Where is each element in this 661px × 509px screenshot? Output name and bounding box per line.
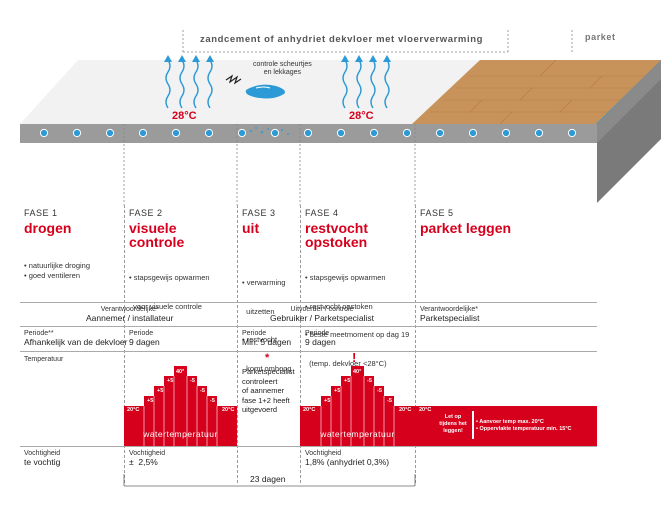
period-col1: Periode** Afhankelijk van de dekvloer bbox=[24, 330, 128, 347]
heat-waves-right bbox=[342, 59, 390, 109]
duration-bracket bbox=[123, 474, 416, 487]
period-col3: Periode Min. 5 dagen bbox=[242, 330, 292, 347]
phase-number: FASE 1 bbox=[24, 208, 58, 218]
heat-waves-left bbox=[165, 59, 213, 109]
left-peak: 40° bbox=[176, 369, 185, 375]
step-label: +5 bbox=[344, 378, 351, 384]
right-start: 20°C bbox=[303, 407, 316, 413]
crack-label: controle scheurtjes en lekkages bbox=[253, 61, 312, 76]
step-label: -5 bbox=[210, 398, 215, 404]
row-divider bbox=[20, 351, 597, 352]
temperature-label: Temperatuur bbox=[24, 356, 64, 363]
row-divider bbox=[20, 302, 597, 303]
step-label: +5 bbox=[157, 388, 164, 394]
step-label: -5 bbox=[377, 388, 382, 394]
phase-number: FASE 2 bbox=[129, 208, 163, 218]
step-label: -5 bbox=[200, 388, 205, 394]
step-label: +5 bbox=[147, 398, 154, 404]
phase-5: FASE 5 parket leggen bbox=[420, 208, 590, 235]
slab-side bbox=[597, 60, 661, 203]
separator bbox=[300, 205, 301, 483]
separator bbox=[415, 205, 416, 483]
step-label: +5 bbox=[324, 398, 331, 404]
period-col4: Periode 9 dagen bbox=[305, 330, 336, 347]
phase-2: FASE 2 visuele controle • stapsgewijs op… bbox=[129, 208, 237, 330]
heating-pipes bbox=[39, 128, 577, 138]
step-label: -5 bbox=[387, 398, 392, 404]
row-divider bbox=[20, 446, 597, 447]
fase5-note-warning: Let op tijdens het leggen! bbox=[439, 414, 467, 434]
fase3-note: Parketspecialist controleert of aannemer… bbox=[242, 367, 295, 414]
phase-number: FASE 3 bbox=[242, 208, 276, 218]
temp-right: 28°C bbox=[349, 110, 374, 122]
parquet-label: parket bbox=[585, 32, 616, 42]
phase-title: visuele controle bbox=[129, 220, 185, 250]
moisture-col2: Vochtigheid ± 2,5% bbox=[129, 450, 166, 467]
fase5-start: 20°C bbox=[419, 407, 432, 413]
step-label: +5 bbox=[167, 378, 174, 384]
diagram-title: zandcement of anhydriet dekvloer met vlo… bbox=[200, 34, 484, 45]
right-peak: 40° bbox=[353, 369, 362, 375]
star-mark: * bbox=[265, 352, 270, 364]
phase-number: FASE 4 bbox=[305, 208, 339, 218]
note-divider bbox=[472, 411, 474, 439]
step-label: -5 bbox=[190, 378, 195, 384]
puddle-icon bbox=[245, 84, 285, 99]
fase5-note-limits: • Aanvoer temp max. 20°C • Oppervlakte t… bbox=[476, 419, 572, 432]
phase-bullets: • stapsgewijs opwarmen • restvocht opsto… bbox=[305, 273, 410, 368]
temp-left: 28°C bbox=[172, 110, 197, 122]
crack-icon bbox=[225, 74, 242, 85]
right-end: 20°C bbox=[399, 407, 412, 413]
left-start: 20°C bbox=[127, 407, 140, 413]
duration-label: 23 dagen bbox=[250, 474, 286, 484]
step-label: -5 bbox=[367, 378, 372, 384]
warning-mark: ! bbox=[352, 350, 357, 365]
step-label: +5 bbox=[334, 388, 341, 394]
responsible-left: Verantwoordelijke* Aannemer / installate… bbox=[86, 306, 174, 323]
separator bbox=[237, 205, 238, 483]
row-divider bbox=[20, 326, 597, 327]
responsible-mid: Uitvoerder / controle Gebruiker / Parket… bbox=[270, 306, 374, 323]
phase-1: FASE 1 drogen • natuurlijke droging • go… bbox=[24, 208, 120, 280]
phase-bullets: • stapsgewijs opwarmen voor visuele cont… bbox=[129, 273, 210, 311]
left-end: 20°C bbox=[222, 407, 235, 413]
floor-illustration bbox=[20, 30, 661, 205]
phase-title: restvocht opstoken bbox=[305, 220, 369, 250]
phase-title: uit bbox=[242, 220, 260, 236]
phase-title: parket leggen bbox=[420, 220, 512, 236]
phase-3: FASE 3 uit • verwarming uitzetten • rest… bbox=[242, 208, 300, 392]
phase-title: drogen bbox=[24, 220, 72, 236]
left-bar-label: watertemperatuur bbox=[143, 429, 218, 439]
separator bbox=[124, 205, 125, 483]
phase-bullets: • natuurlijke droging • goed ventileren bbox=[24, 261, 90, 280]
right-bar-label: watertemperatuur bbox=[320, 429, 395, 439]
responsible-right: Verantwoordelijke* Parketspecialist bbox=[420, 306, 480, 323]
fase5-temp-band bbox=[415, 406, 597, 446]
moisture-col1: Vochtigheid te vochtig bbox=[24, 450, 61, 467]
phase-bullets: • verwarming uitzetten • restvocht komt … bbox=[242, 278, 292, 373]
phase-4: FASE 4 restvocht opstoken • stapsgewijs … bbox=[305, 208, 415, 387]
phase-number: FASE 5 bbox=[420, 208, 454, 218]
temp-staircase-right bbox=[300, 366, 415, 446]
period-col2: Periode 9 dagen bbox=[129, 330, 160, 347]
temp-staircase-left bbox=[124, 366, 237, 446]
moisture-col4: Vochtigheid 1,8% (anhydriet 0,3%) bbox=[305, 450, 390, 467]
